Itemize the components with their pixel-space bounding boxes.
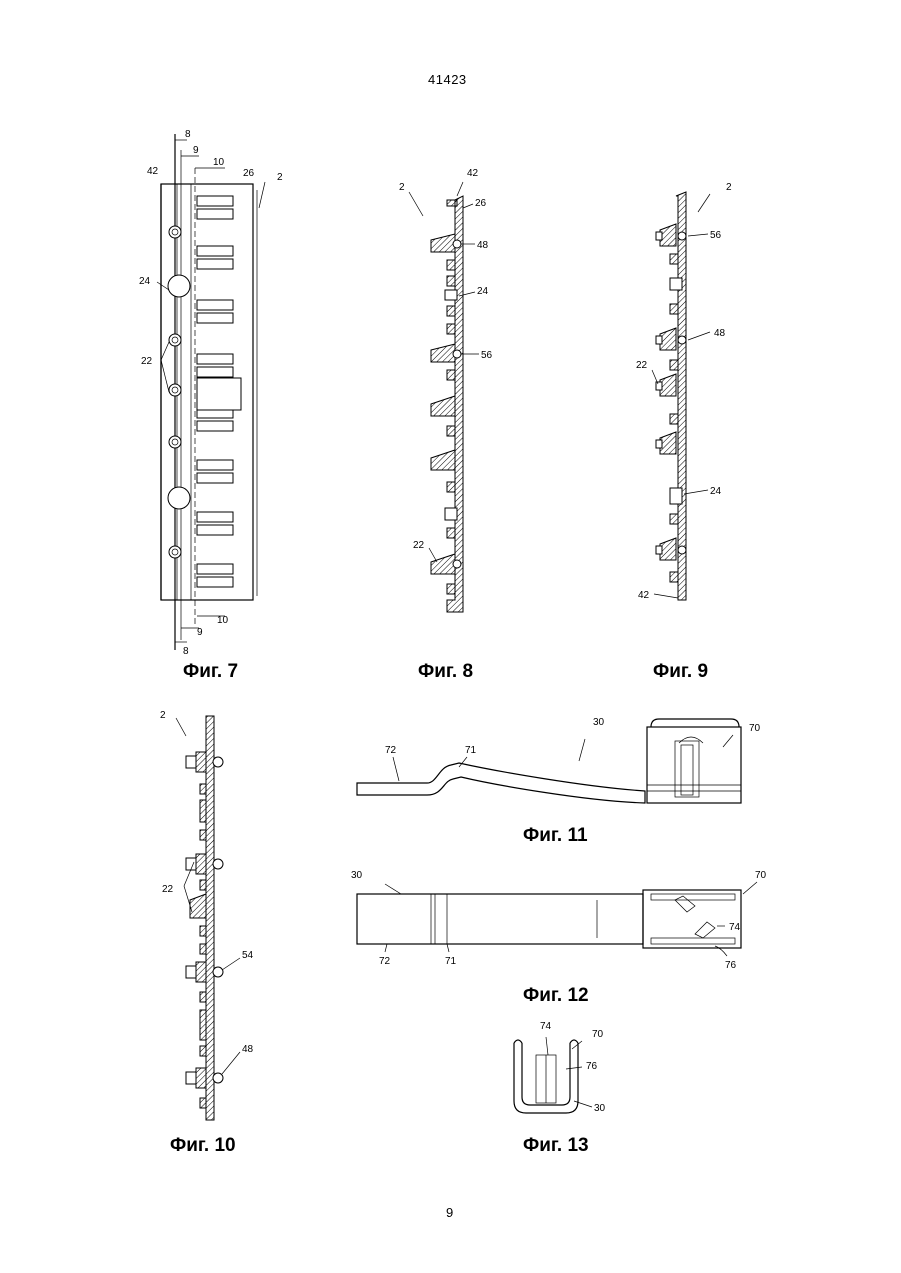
figure-13-drawing: 74 70 76 30 (500, 1015, 620, 1125)
fig12-label-70: 70 (755, 870, 767, 881)
figure-10-drawing: 2 22 54 48 (150, 700, 270, 1125)
fig9-label-24: 24 (710, 486, 722, 497)
fig9-label-42: 42 (638, 590, 650, 601)
fig8-label-56: 56 (481, 350, 493, 361)
fig10-label-48: 48 (242, 1044, 254, 1055)
fig13-label-74: 74 (540, 1021, 552, 1032)
fig13-label-30: 30 (594, 1103, 606, 1114)
fig11-label-71: 71 (465, 745, 477, 756)
figure-9-caption: Фиг. 9 (653, 661, 708, 683)
fig12-label-30: 30 (351, 870, 363, 881)
figure-11-drawing: 30 70 72 71 (345, 705, 775, 815)
fig11-label-70: 70 (749, 723, 761, 734)
fig9-label-56: 56 (710, 230, 722, 241)
figure-10-caption: Фиг. 10 (170, 1135, 236, 1157)
figure-7-drawing: 8 9 10 42 26 2 24 22 10 9 8 (125, 120, 300, 660)
fig9-label-22: 22 (636, 360, 648, 371)
fig7-label-8-top: 8 (185, 129, 191, 140)
fig8-label-22: 22 (413, 540, 425, 551)
page-header-number: 41423 (428, 72, 467, 87)
figure-9-drawing: 2 56 48 22 24 42 (630, 170, 750, 610)
fig7-label-2: 2 (277, 172, 283, 183)
fig7-label-24: 24 (139, 276, 151, 287)
fig10-label-54: 54 (242, 950, 254, 961)
figure-8-drawing: 2 42 26 48 24 56 22 (395, 160, 505, 620)
fig7-label-22: 22 (141, 356, 153, 367)
fig8-label-26: 26 (475, 198, 487, 209)
fig11-label-72: 72 (385, 745, 397, 756)
figure-13-caption: Фиг. 13 (523, 1135, 589, 1157)
fig9-label-2: 2 (726, 182, 732, 193)
fig7-label-10-bottom: 10 (217, 615, 229, 626)
fig8-label-2: 2 (399, 182, 405, 193)
fig8-label-24: 24 (477, 286, 489, 297)
figure-11-caption: Фиг. 11 (523, 825, 588, 847)
fig7-label-8-bottom: 8 (183, 646, 189, 657)
figure-7-caption: Фиг. 7 (183, 661, 238, 683)
figure-12-caption: Фиг. 12 (523, 985, 589, 1007)
fig10-label-22: 22 (162, 884, 174, 895)
fig7-label-26: 26 (243, 168, 255, 179)
fig12-label-72: 72 (379, 956, 391, 967)
fig10-label-2: 2 (160, 710, 166, 721)
fig7-label-42: 42 (147, 166, 159, 177)
fig12-label-76: 76 (725, 960, 737, 971)
fig13-label-76: 76 (586, 1061, 598, 1072)
fig7-label-9-bottom: 9 (197, 627, 203, 638)
page-footer-number: 9 (446, 1205, 454, 1220)
fig13-label-70: 70 (592, 1029, 604, 1040)
fig7-label-9-top: 9 (193, 145, 199, 156)
figure-12-drawing: 30 70 74 72 71 76 (345, 860, 780, 975)
fig12-label-74: 74 (729, 922, 741, 933)
fig7-label-10-top: 10 (213, 157, 225, 168)
fig8-label-42: 42 (467, 168, 479, 179)
fig11-label-30: 30 (593, 717, 605, 728)
fig12-label-71: 71 (445, 956, 457, 967)
figure-8-caption: Фиг. 8 (418, 661, 473, 683)
fig9-label-48: 48 (714, 328, 726, 339)
fig8-label-48: 48 (477, 240, 489, 251)
